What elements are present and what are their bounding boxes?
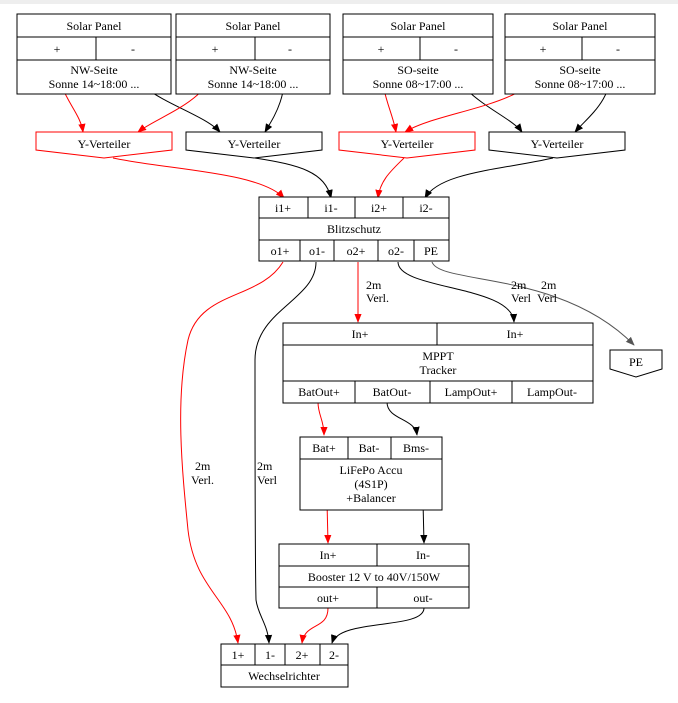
edge-labels: 2m Verl. 2m Verl 2m Verl 2m Verl. 2m Ver… — [191, 278, 558, 487]
y-splitter-1: Y-Verteiler — [35, 131, 173, 159]
panel-plus-port: + — [540, 42, 547, 56]
y-splitter-3: Y-Verteiler — [338, 131, 476, 159]
panel-plus-port: + — [212, 42, 219, 56]
battery-title: LiFePo Accu — [340, 463, 403, 477]
panel-title: Solar Panel — [67, 19, 123, 33]
panel-sun-hours: Sonne 14~18:00 ... — [208, 77, 299, 91]
panel-orientation: NW-Seite — [229, 63, 276, 77]
edge-label: 2m — [541, 278, 557, 292]
wire-o1minus-inverter — [254, 261, 317, 644]
wire-pe — [431, 261, 635, 346]
mppt-port-lampout-plus: LampOut+ — [445, 385, 498, 399]
wire-outminus-inverter — [331, 607, 425, 644]
booster-port-in-minus: In- — [416, 548, 430, 562]
wire-splitter4-i2minus — [424, 157, 554, 199]
battery-port-bat-plus: Bat+ — [312, 441, 336, 455]
booster-port-out-minus: out- — [413, 591, 432, 605]
battery-port-bat-minus: Bat- — [359, 441, 380, 455]
panel-minus-port: - — [131, 42, 135, 56]
mppt-port-batout-minus: BatOut- — [373, 385, 412, 399]
edge-label: 2m — [257, 459, 273, 473]
y-splitter-4: Y-Verteiler — [488, 131, 626, 159]
wire-batout-plus — [317, 401, 328, 436]
panel-title: Solar Panel — [226, 19, 282, 33]
mppt-node: In+ In+ MPPT Tracker BatOut+ BatOut- Lam… — [282, 322, 594, 404]
wire-splitter1-i1plus — [112, 157, 285, 199]
inverter-title: Wechselrichter — [248, 669, 320, 683]
inverter-port-1-minus: 1- — [265, 648, 275, 662]
panel-title: Solar Panel — [553, 19, 609, 33]
edge-label: Verl — [511, 291, 532, 305]
mppt-subtitle: Tracker — [420, 363, 457, 377]
top-border — [0, 0, 678, 4]
port-i1-plus: i1+ — [275, 201, 291, 215]
splitter-label: Y-Verteiler — [531, 137, 584, 151]
solar-panel-4: Solar Panel + - SO-seite Sonne 08~17:00 … — [504, 13, 656, 95]
panel-plus-port: + — [54, 42, 61, 56]
wire-o1plus-inverter — [180, 261, 284, 644]
panel-minus-port: - — [454, 42, 458, 56]
port-o2-plus: o2+ — [347, 244, 366, 258]
port-pe: PE — [424, 244, 438, 258]
blitzschutz-node: i1+ i1- i2+ i2- Blitzschutz o1+ o1- o2+ … — [258, 196, 450, 262]
panel-minus-port: - — [288, 42, 292, 56]
mppt-port-lampout-minus: LampOut- — [527, 385, 577, 399]
edge-label: 2m — [511, 278, 527, 292]
panel-plus-port: + — [378, 42, 385, 56]
edge-label: Verl — [537, 291, 558, 305]
splitter-label: Y-Verteiler — [228, 137, 281, 151]
panel-orientation: SO-seite — [559, 63, 600, 77]
wire-batout-minus — [386, 401, 420, 436]
mppt-port-in1: In+ — [352, 327, 369, 341]
booster-port-out-plus: out+ — [317, 591, 339, 605]
splitter-label: Y-Verteiler — [78, 137, 131, 151]
panel-sun-hours: Sonne 08~17:00 ... — [373, 77, 464, 91]
panel-minus-port: - — [616, 42, 620, 56]
booster-port-in-plus: In+ — [320, 548, 337, 562]
panel-sun-hours: Sonne 08~17:00 ... — [535, 77, 626, 91]
solar-panel-1: Solar Panel + - NW-Seite Sonne 14~18:00 … — [16, 13, 172, 95]
panel-orientation: SO-seite — [397, 63, 438, 77]
port-i1-minus: i1- — [324, 201, 337, 215]
inverter-port-1-plus: 1+ — [232, 648, 245, 662]
wire-o2minus-mppt — [397, 261, 518, 323]
wire-splitter3-i2plus — [375, 157, 405, 199]
battery-balancer: +Balancer — [346, 491, 395, 505]
wire-outplus-inverter — [299, 607, 329, 644]
blitzschutz-title: Blitzschutz — [327, 222, 381, 236]
port-o2-minus: o2- — [388, 244, 404, 258]
port-i2-plus: i2+ — [371, 201, 387, 215]
mppt-title: MPPT — [422, 349, 454, 363]
edge-label: 2m — [366, 278, 382, 292]
y-splitter-2: Y-Verteiler — [185, 131, 323, 159]
port-o1-plus: o1+ — [271, 244, 290, 258]
port-i2-minus: i2- — [419, 201, 432, 215]
solar-panel-3: Solar Panel + - SO-seite Sonne 08~17:00 … — [342, 13, 494, 95]
pe-node: PE — [609, 349, 663, 378]
edge-label: Verl. — [366, 291, 389, 305]
battery-port-bms-minus: Bms- — [403, 441, 429, 455]
booster-node: In+ In- Booster 12 V to 40V/150W out+ ou… — [278, 543, 470, 609]
pe-label: PE — [629, 355, 643, 369]
port-o1-minus: o1- — [309, 244, 325, 258]
mppt-port-batout-plus: BatOut+ — [298, 385, 340, 399]
panel-orientation: NW-Seite — [70, 63, 117, 77]
solar-panel-2: Solar Panel + - NW-Seite Sonne 14~18:00 … — [175, 13, 331, 95]
panel-title: Solar Panel — [391, 19, 447, 33]
wire-splitter2-i1minus — [254, 157, 333, 199]
edge-label: 2m — [195, 459, 211, 473]
battery-config: (4S1P) — [354, 477, 387, 491]
splitter-label: Y-Verteiler — [381, 137, 434, 151]
edge-label: Verl. — [191, 473, 214, 487]
mppt-port-in2: In+ — [507, 327, 524, 341]
inverter-port-2-plus: 2+ — [296, 648, 309, 662]
panel-sun-hours: Sonne 14~18:00 ... — [49, 77, 140, 91]
inverter-node: 1+ 1- 2+ 2- Wechselrichter — [220, 643, 349, 688]
battery-node: Bat+ Bat- Bms- LiFePo Accu (4S1P) +Balan… — [299, 436, 443, 511]
booster-title: Booster 12 V to 40V/150W — [308, 570, 441, 584]
edge-label: Verl — [257, 473, 278, 487]
inverter-port-2-minus: 2- — [329, 648, 339, 662]
